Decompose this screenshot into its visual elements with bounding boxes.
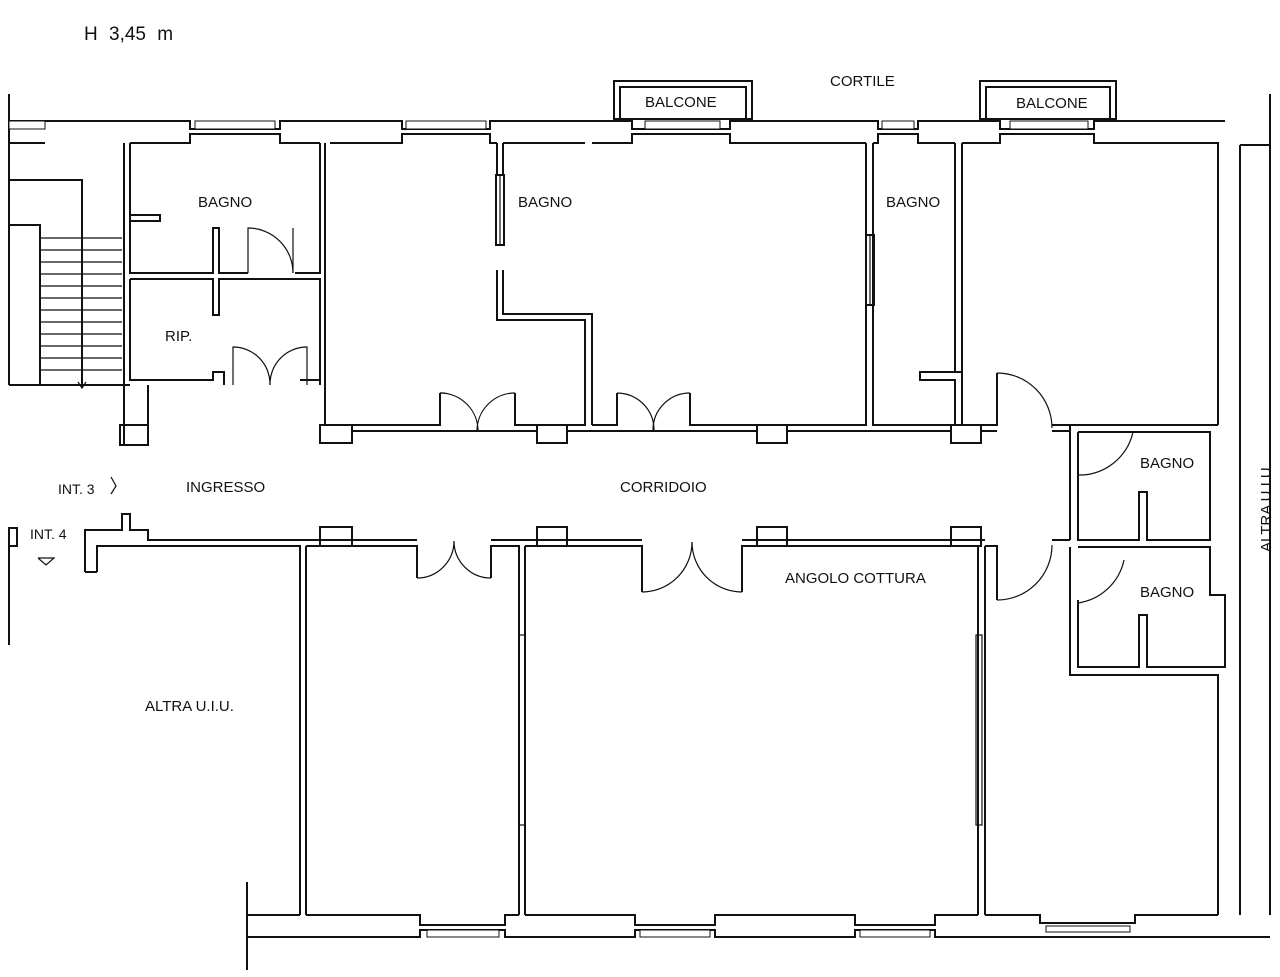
entrance-int3-label: INT. 3 (58, 481, 95, 497)
other-unit-label-left: ALTRA U.I.U. (145, 698, 234, 715)
balcony-label-1: BALCONE (645, 94, 717, 111)
entrance-hall-label: INGRESSO (186, 479, 266, 496)
corridor-south-wall (84, 430, 1070, 915)
bathroom-label-1: BAGNO (198, 194, 253, 211)
corridor-label: CORRIDOIO (620, 479, 707, 496)
storage-label: RIP. (165, 328, 193, 345)
staircase (9, 179, 130, 390)
room-3-walls (536, 143, 867, 444)
north-windows (8, 120, 1089, 130)
ceiling-height-label: H 3,45 m (84, 24, 174, 45)
courtyard-label: CORTILE (830, 73, 895, 90)
bathroom-label-4: BAGNO (1140, 455, 1195, 472)
bathroom-label-2: BAGNO (518, 194, 573, 211)
room-2-walls (319, 143, 593, 444)
room-5-walls (950, 372, 1218, 444)
south-wall (247, 914, 1270, 938)
bathroom-label-5: BAGNO (1140, 584, 1195, 601)
room-4-walls (865, 143, 963, 426)
kitchenette-label: ANGOLO COTTURA (785, 570, 926, 587)
right-bathrooms-walls (1069, 425, 1226, 915)
boundary-lines (8, 94, 1271, 970)
bathroom-label-3: BAGNO (886, 194, 941, 211)
balconies (613, 80, 1117, 120)
sliding-panels (518, 634, 983, 826)
balcony-label-2: BALCONE (1016, 95, 1088, 112)
entrance-markers (8, 476, 117, 566)
service-block-walls (119, 143, 321, 446)
entrance-int4-label: INT. 4 (30, 526, 67, 542)
other-unit-label-right: ALTRA U.I.U. (1258, 463, 1275, 552)
